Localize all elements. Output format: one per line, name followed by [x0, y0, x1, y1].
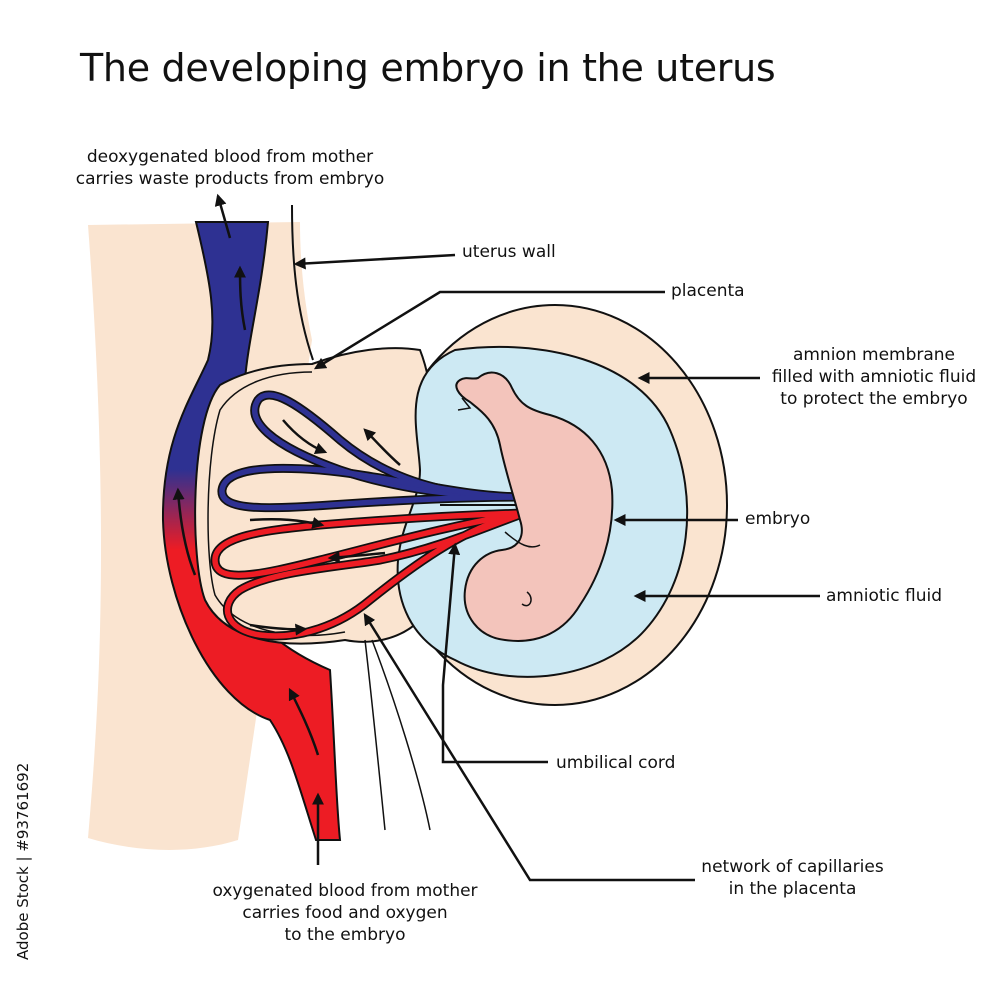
leader-lines [293, 253, 820, 882]
label-line: amnion membrane [792, 345, 956, 365]
embryo-limb [504, 531, 541, 548]
page-title: The developing embryo in the uterus [80, 46, 776, 90]
label-line: carries food and oxygen [242, 903, 448, 923]
label-amniotic-fluid: amniotic fluid [826, 586, 943, 606]
label-umbilical-cord: umbilical cord [556, 753, 676, 773]
embryo [455, 371, 614, 642]
vessel-flow-arrows [172, 193, 324, 865]
stock-watermark-id: Adobe Stock | #93761692 [14, 762, 32, 960]
label-line: filled with amniotic fluid [771, 367, 977, 387]
label-capillary-network: network of capillaries in the placenta [690, 856, 895, 900]
placenta-inner-outline [207, 371, 346, 637]
label-uterus-wall: uterus wall [462, 242, 556, 262]
label-embryo: embryo [745, 509, 811, 529]
label-line: to protect the embryo [780, 389, 968, 409]
vessel-outline-lines [364, 639, 431, 831]
label-oxygenated-blood: oxygenated blood from mother carries foo… [195, 880, 495, 946]
label-deoxygenated-blood: deoxygenated blood from mother carries w… [75, 146, 385, 190]
label-line: network of capillaries [701, 857, 884, 877]
label-line: carries waste products from embryo [75, 169, 385, 189]
uterus-wall-line [291, 204, 314, 361]
embryo-eye [521, 591, 532, 607]
label-amnion-membrane: amnion membrane filled with amniotic flu… [764, 344, 984, 410]
embryo-limb-tip [457, 397, 472, 411]
label-line: to the embryo [284, 925, 406, 945]
label-line: deoxygenated blood from mother [86, 147, 374, 167]
label-placenta: placenta [671, 281, 745, 301]
label-line: in the placenta [728, 879, 857, 899]
capillary-flow-arrows [249, 419, 401, 636]
label-line: oxygenated blood from mother [212, 881, 478, 901]
